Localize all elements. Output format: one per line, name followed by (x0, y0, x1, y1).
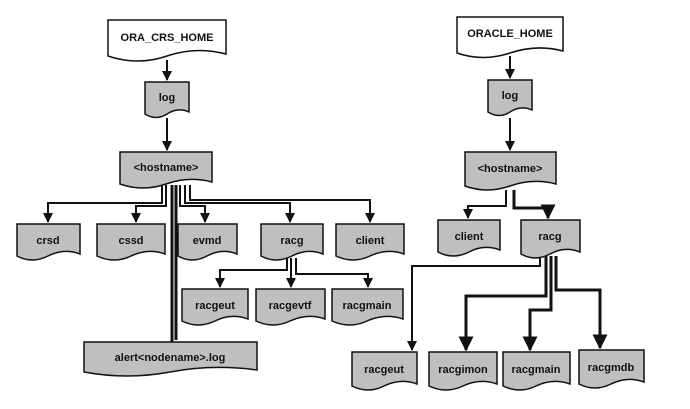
right-child-racg-label: racg (538, 231, 561, 243)
right-hostname-label: <hostname> (478, 163, 543, 175)
right-log-label: log (502, 90, 519, 102)
connector-racg-racgeut (215, 258, 288, 288)
connector-right-racg-racgeut (407, 256, 541, 351)
connector-hostname-evmd (179, 185, 210, 223)
left-racg-child-racgevtf: racgevtf (255, 288, 326, 326)
connector-right-racg-racgimon (458, 256, 548, 352)
left-racg-child-racgeut: racgeut (181, 288, 249, 326)
left-root-node: ORA_CRS_HOME (107, 19, 227, 62)
left-racg-child-racgmain-label: racgmain (343, 300, 392, 312)
right-racg-child-racgmain-label: racgmain (512, 364, 561, 376)
right-racg-child-racgeut: racgeut (351, 351, 418, 391)
left-child-evmd: evmd (177, 223, 238, 261)
connector-right-racg-racgmain (522, 256, 553, 352)
left-tree: ORA_CRS_HOME log <hostname> crsd cssd ev… (16, 19, 405, 377)
connector-right-hostname-client (463, 190, 507, 219)
left-child-crsd: crsd (16, 223, 81, 261)
connector-right-hostname-racg (512, 190, 556, 220)
right-child-client: client (437, 219, 501, 257)
right-root-label: ORACLE_HOME (467, 28, 553, 40)
right-racg-child-racgimon: racgimon (428, 351, 498, 391)
left-alert-log-label: alert<nodename>.log (115, 352, 226, 364)
left-log-node: log (144, 81, 190, 119)
connector-hostname-alert (128, 185, 174, 358)
left-child-evmd-label: evmd (193, 235, 222, 247)
right-log-node: log (487, 79, 533, 117)
right-racg-child-racgmdb: racgmdb (578, 349, 645, 389)
right-racg-child-racgmain: racgmain (502, 351, 571, 391)
connector-right-racg-racgmdb (554, 256, 608, 350)
left-connectors (43, 60, 375, 358)
right-connectors (407, 56, 608, 352)
left-child-cssd-label: cssd (118, 235, 143, 247)
connector-hostname-crsd (43, 185, 163, 223)
left-child-client-label: client (356, 235, 385, 247)
left-log-label: log (159, 92, 176, 104)
left-racg-child-racgevtf-label: racgevtf (269, 300, 312, 312)
right-root-node: ORACLE_HOME (456, 16, 564, 59)
left-root-label: ORA_CRS_HOME (121, 32, 214, 44)
connector-hostname-cssd (131, 185, 167, 223)
right-racg-child-racgeut-label: racgeut (364, 364, 404, 376)
left-child-crsd-label: crsd (36, 235, 59, 247)
right-tree: ORACLE_HOME log <hostname> client racg r… (351, 16, 645, 391)
left-child-cssd: cssd (96, 223, 166, 261)
right-hostname-node: <hostname> (464, 151, 557, 191)
connector-racg-racgmain (295, 258, 373, 288)
connector-hostname-client (189, 185, 375, 223)
right-child-racg: racg (520, 219, 581, 259)
left-racg-child-racgeut-label: racgeut (195, 300, 235, 312)
left-racg-child-racgmain: racgmain (331, 288, 404, 326)
right-racg-child-racgmdb-label: racgmdb (588, 362, 635, 374)
left-alert-log-node: alert<nodename>.log (83, 341, 258, 377)
left-hostname-label: <hostname> (134, 162, 199, 174)
left-hostname-node: <hostname> (119, 151, 213, 189)
left-child-racg: racg (260, 223, 324, 261)
left-child-racg-label: racg (280, 235, 303, 247)
connector-hostname-racg (184, 185, 295, 223)
right-racg-child-racgimon-label: racgimon (438, 364, 488, 376)
left-child-client: client (335, 223, 405, 261)
right-child-client-label: client (455, 231, 484, 243)
